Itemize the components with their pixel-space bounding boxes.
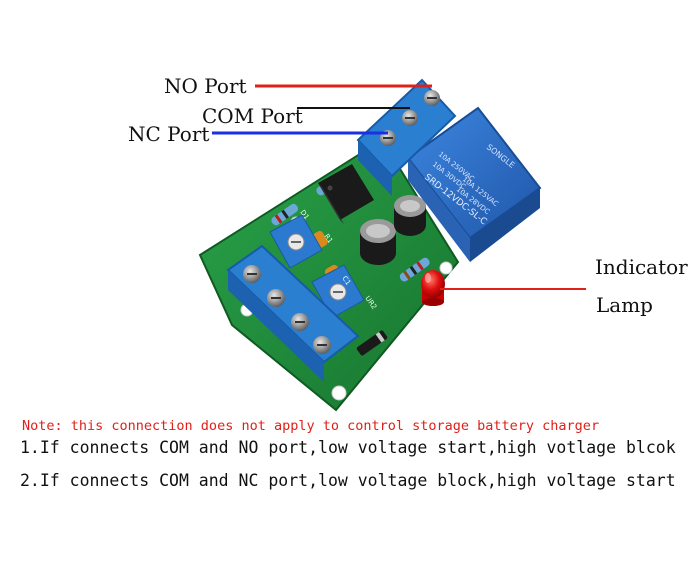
warning-note: Note: this connection does not apply to … [22,418,600,434]
relay: SONGLE 10A 250VAC 10A 30VDC 10A 125VAC 1… [406,106,542,262]
lamp-label: Lamp [596,293,653,317]
capacitor [394,195,426,236]
instruction-line-2: 2.If connects COM and NC port,low voltag… [20,471,676,490]
resistor [399,257,430,282]
diode [356,330,388,356]
mount-hole [331,385,347,401]
com-port-label: COM Port [202,104,303,128]
silkscreen-label: C1 [340,275,352,287]
indicator-led [421,270,445,306]
capacitor [360,219,396,265]
nc-port-label: NC Port [128,122,210,146]
indicator-label: Indicator [595,255,688,279]
silkscreen-label: R1 [322,233,334,245]
potentiometer [269,214,323,269]
instruction-line-1: 1.If connects COM and NO port,low voltag… [20,438,676,457]
mount-hole [439,261,453,275]
input-terminal-block [226,244,360,382]
no-port-label: NO Port [164,74,247,98]
resistor [271,203,299,226]
ic-chip [318,164,374,224]
